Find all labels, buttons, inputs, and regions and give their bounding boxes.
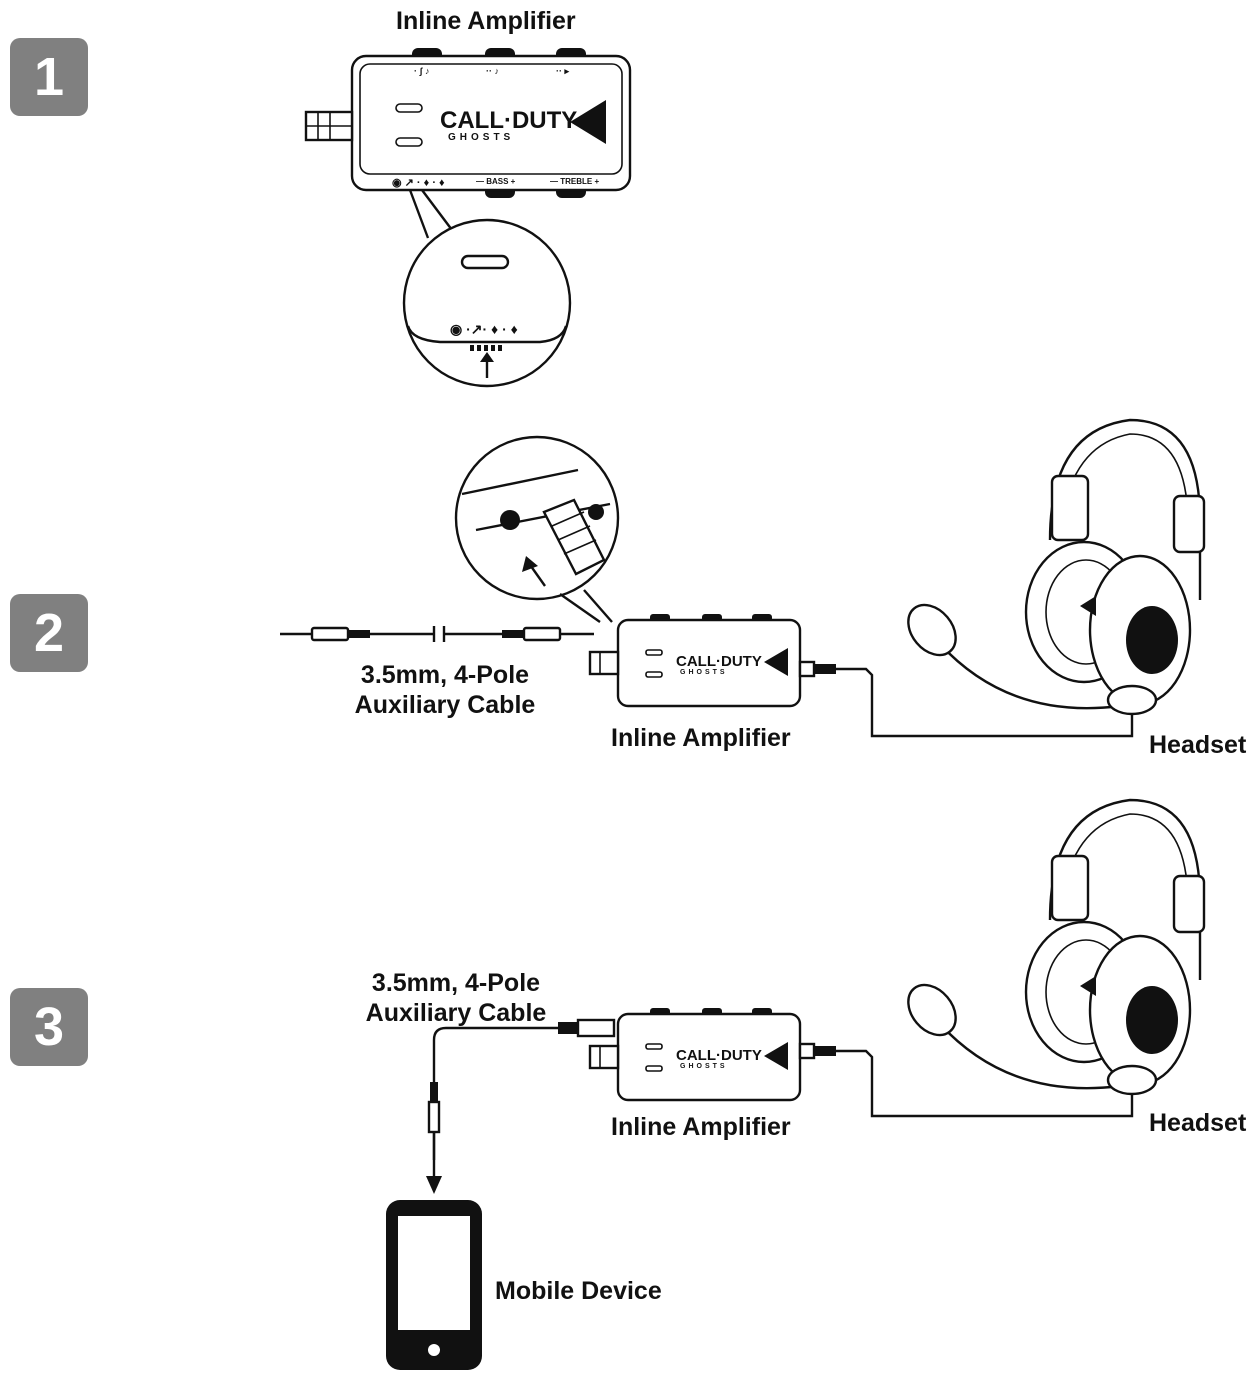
step-1-badge: 1: [10, 38, 88, 116]
step-1-zoom-detail: ◉ ·↗· ♦ · ♦: [402, 218, 572, 388]
call-duty-logo: CALL·DUTY: [440, 107, 577, 134]
step-3-cable-label-line2: Auxiliary Cable: [365, 999, 547, 1027]
step-3-cable-label-line1: 3.5mm, 4-Pole: [371, 969, 541, 997]
svg-text:GHOSTS: GHOSTS: [680, 1063, 728, 1070]
svg-text:◉ ·↗· ♦ · ♦: ◉ ·↗· ♦ · ♦: [450, 321, 518, 337]
svg-text:— BASS +: — BASS +: [476, 177, 516, 186]
step-3-amplifier-label: Inline Amplifier: [611, 1113, 791, 1141]
svg-text:GHOSTS: GHOSTS: [448, 132, 514, 143]
mobile-device-illustration: [386, 1200, 482, 1370]
step-3-amplifier-illustration: CALL·DUTY GHOSTS: [588, 1008, 1134, 1118]
step-3-headset-label: Headset: [1149, 1109, 1247, 1137]
step-2-zoom-detail: [454, 435, 620, 623]
svg-text:CALL·DUTY: CALL·DUTY: [676, 653, 762, 670]
step-1-amplifier-label: Inline Amplifier: [396, 7, 576, 35]
step-1-amplifier-illustration: · ʃ ♪ ·· ♪ ·· ▸ CALL·DUTY GHOSTS ◉ ↗ · ♦…: [304, 48, 632, 239]
step-2-aux-cable: [280, 626, 594, 642]
step-3-headset-illustration: [907, 798, 1206, 1096]
svg-text:·· ♪: ·· ♪: [486, 66, 499, 76]
svg-text:— TREBLE +: — TREBLE +: [550, 177, 599, 186]
step-3-aux-cable: [426, 1018, 616, 1194]
svg-text:· ʃ ♪: · ʃ ♪: [414, 66, 430, 76]
step-2-cable-label-line2: Auxiliary Cable: [354, 691, 536, 719]
step-2-headset-illustration: [907, 418, 1206, 716]
svg-text:◉ ↗ · ♦ · ♦: ◉ ↗ · ♦ · ♦: [392, 177, 445, 189]
step-2-headset-label: Headset: [1149, 731, 1247, 759]
svg-text:CALL·DUTY: CALL·DUTY: [676, 1047, 762, 1064]
svg-text:·· ▸: ·· ▸: [556, 66, 569, 76]
step-2-badge: 2: [10, 594, 88, 672]
step-3-device-label: Mobile Device: [495, 1277, 662, 1305]
svg-text:GHOSTS: GHOSTS: [680, 669, 728, 676]
step-2-cable-label-line1: 3.5mm, 4-Pole: [360, 661, 530, 689]
step-3-badge: 3: [10, 988, 88, 1066]
step-2-amplifier-label: Inline Amplifier: [611, 724, 791, 752]
step-2-amplifier-illustration: CALL·DUTY GHOSTS: [588, 614, 1134, 738]
